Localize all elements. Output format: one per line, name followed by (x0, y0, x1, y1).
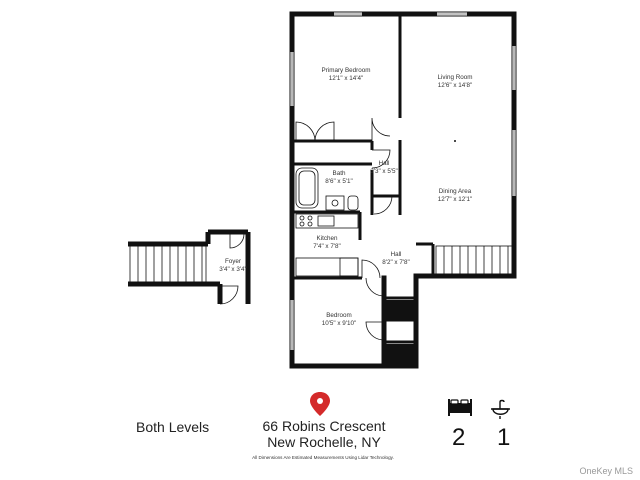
address-line2: New Rochelle, NY (267, 434, 381, 450)
stairs-right (435, 245, 515, 277)
label-bedroom: Bedroom (326, 312, 352, 319)
light-fixture (454, 140, 456, 142)
closet-doors (295, 117, 393, 341)
label-kitchen: Kitchen (316, 235, 338, 242)
stair-block-upper (386, 300, 414, 320)
label-hall-upper: Hall (379, 160, 390, 167)
label-hall-lower: Hall (391, 251, 402, 258)
map-pin-icon (310, 392, 330, 416)
label-foyer: Foyer (225, 258, 241, 265)
dims-kitchen: 7'4" x 7'8" (313, 243, 341, 250)
window-glass (291, 13, 515, 350)
label-living-room: Living Room (438, 74, 473, 81)
label-bath: Bath (333, 170, 346, 177)
bath-fixtures (295, 167, 359, 211)
toilet (347, 195, 359, 211)
dims-hall-upper: 3'3" x 5'5" (370, 168, 398, 175)
dims-foyer: 3'4" x 3'4" (219, 266, 247, 273)
vanity (325, 195, 345, 211)
dims-dining-area: 12'7" x 12'1" (438, 196, 473, 203)
dims-primary-bedroom: 12'1" x 14'4" (329, 75, 364, 82)
label-primary-bedroom: Primary Bedroom (322, 67, 371, 74)
room-labels: Primary Bedroom 12'1" x 14'4" Living Roo… (219, 67, 472, 327)
sink-icon (491, 399, 510, 419)
disclaimer: All Dimensions Are Estimated Measurement… (252, 455, 394, 460)
levels-label: Both Levels (136, 419, 210, 435)
interior-walls (292, 14, 435, 344)
foyer-walls (128, 229, 251, 304)
bathroom-count: 1 (497, 424, 511, 451)
label-dining-area: Dining Area (439, 188, 472, 195)
dims-hall-lower: 8'2" x 7'8" (382, 259, 410, 266)
mls-watermark: OneKey MLS (579, 466, 633, 476)
kitchen-fixtures (295, 213, 359, 277)
bed-icon (448, 399, 472, 416)
stair-block-lower (386, 344, 414, 366)
bedroom-count: 2 (452, 424, 466, 451)
address-line1: 66 Robins Crescent (262, 418, 386, 434)
dims-living-room: 12'6" x 14'8" (438, 82, 473, 89)
dims-bath: 8'6" x 5'1" (325, 178, 353, 185)
bathtub (295, 167, 319, 209)
dims-bedroom: 10'5" x 9'10" (322, 320, 357, 327)
stairs-foyer (129, 233, 245, 305)
